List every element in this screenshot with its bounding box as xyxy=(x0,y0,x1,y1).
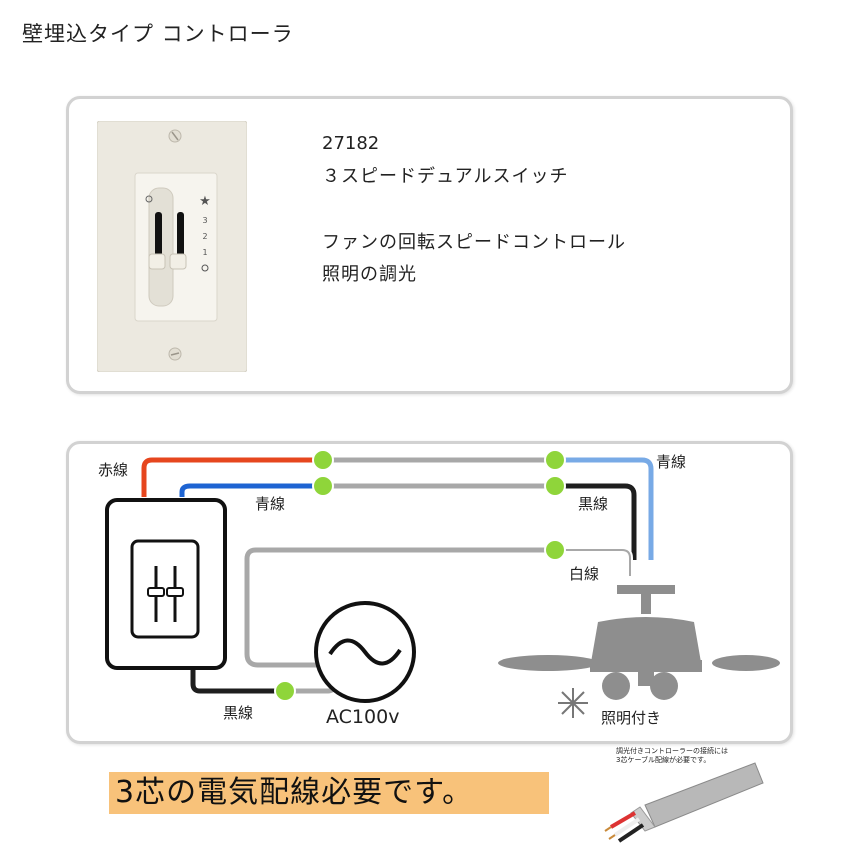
label-red-wire: 赤線 xyxy=(98,461,129,479)
page-title: 壁埋込タイプ コントローラ xyxy=(22,22,294,46)
ceiling-fan-icon xyxy=(498,585,780,700)
label-white-wire: 白線 xyxy=(569,565,600,583)
label-blue-wire-switch: 青線 xyxy=(255,495,286,513)
connector-red xyxy=(312,449,334,471)
label-black-wire-switch: 黒線 xyxy=(223,704,254,722)
connector-black-ac xyxy=(274,680,296,702)
blue-wire-switch xyxy=(179,483,323,497)
feature-dimmer: 照明の調光 xyxy=(322,264,417,285)
white-wire-loop xyxy=(244,547,555,668)
light-burst-icon xyxy=(558,688,588,718)
cable-illustration xyxy=(604,762,764,843)
light-blue-wire xyxy=(555,457,654,560)
label-black-wire-fan: 黒線 xyxy=(578,495,609,513)
label-blue-wire-fan: 青線 xyxy=(656,453,687,471)
connector-blue xyxy=(312,475,334,497)
black-wire-switch xyxy=(190,668,285,694)
speed-mark-3: 3 xyxy=(202,216,207,225)
notice-highlight xyxy=(109,772,549,814)
switch-box-icon xyxy=(105,498,227,670)
black-wire-fan xyxy=(555,483,637,560)
cable-note-line-1: 調光付きコントローラーの接続には xyxy=(616,747,728,755)
feature-fan-speed: ファンの回転スピードコントロール xyxy=(322,232,626,253)
switch-photo: ★ 3 2 1 xyxy=(97,121,247,372)
svg-text:★: ★ xyxy=(199,194,211,209)
product-model: 27182 xyxy=(322,133,380,154)
connector-light-blue xyxy=(544,449,566,471)
ac-source-icon xyxy=(314,601,416,703)
speed-mark-1: 1 xyxy=(202,248,207,257)
cable-note-line-2: 3芯ケーブル配線が必要です。 xyxy=(616,756,711,764)
label-light-kit: 照明付き xyxy=(601,709,662,727)
label-power-source: AC100v xyxy=(326,706,400,728)
connector-white xyxy=(544,539,566,561)
red-wire xyxy=(141,457,323,497)
speed-mark-2: 2 xyxy=(202,232,207,241)
connector-black-fan xyxy=(544,475,566,497)
notice-text: 3芯の電気配線必要です。 xyxy=(115,775,474,810)
cable-note: 調光付きコントローラーの接続には 3芯ケーブル配線が必要です。 xyxy=(616,747,766,765)
product-name: ３スピードデュアルスイッチ xyxy=(322,166,569,187)
